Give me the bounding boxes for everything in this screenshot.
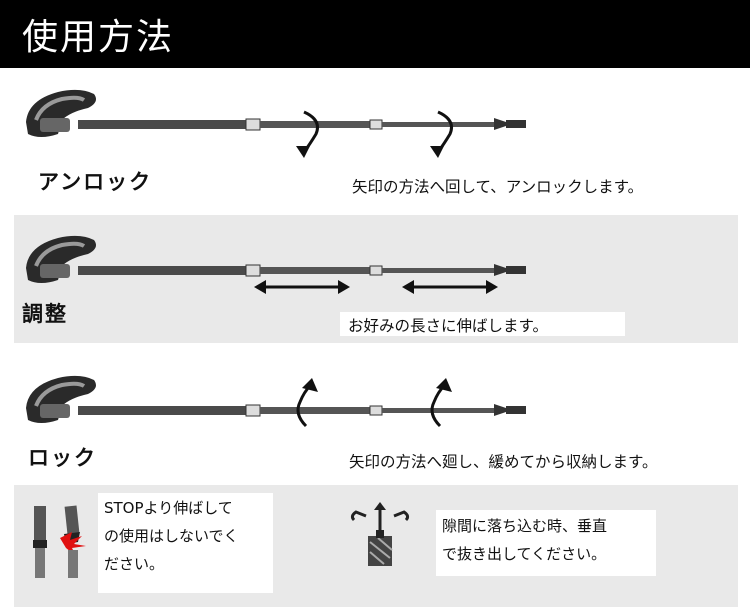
- extend-arrow-icon: [402, 280, 498, 294]
- note-stop: STOPより伸ばして の使用はしないでく ださい。: [104, 494, 239, 578]
- note-pull-out: 隙間に落ち込む時、垂直 で抜き出してください。: [442, 512, 607, 568]
- pull-out-vertical-icon: [350, 502, 410, 566]
- note-band: [98, 493, 273, 593]
- header-bar: 使用方法: [0, 0, 750, 68]
- step-label: 調整: [22, 302, 68, 326]
- step-label: アンロック: [38, 170, 153, 194]
- pole-illustration-adjust: [26, 235, 526, 283]
- rotate-down-arrow-icon: [430, 110, 453, 158]
- pole-grip-icon: [26, 235, 96, 283]
- pole-grip-icon: [26, 89, 96, 137]
- rotate-down-arrow-icon: [296, 110, 319, 158]
- extend-arrow-icon: [254, 280, 350, 294]
- page-title: 使用方法: [22, 17, 175, 58]
- pole-grip-icon: [26, 375, 96, 423]
- note-line: 隙間に落ち込む時、垂直: [442, 517, 608, 535]
- step-description: 矢印の方法へ廻し、緩めてから収納します。: [349, 453, 658, 471]
- note-line: の使用はしないでく: [104, 527, 239, 545]
- note-line: ださい。: [104, 555, 165, 573]
- note-line: で抜き出してください。: [442, 545, 607, 563]
- rotate-up-arrow-icon: [296, 378, 318, 428]
- note-band: [436, 510, 656, 576]
- pole-illustration-unlock: [26, 89, 526, 137]
- stop-warning-icon: [33, 505, 86, 578]
- rotate-up-arrow-icon: [430, 378, 452, 428]
- description-band: [340, 312, 625, 336]
- step-label: ロック: [28, 446, 97, 470]
- pole-illustration-lock: [26, 375, 526, 423]
- step-description: お好みの長さに伸ばします。: [348, 317, 548, 335]
- note-line: STOPより伸ばして: [104, 499, 233, 517]
- step-description: 矢印の方法へ回して、アンロックします。: [352, 178, 644, 196]
